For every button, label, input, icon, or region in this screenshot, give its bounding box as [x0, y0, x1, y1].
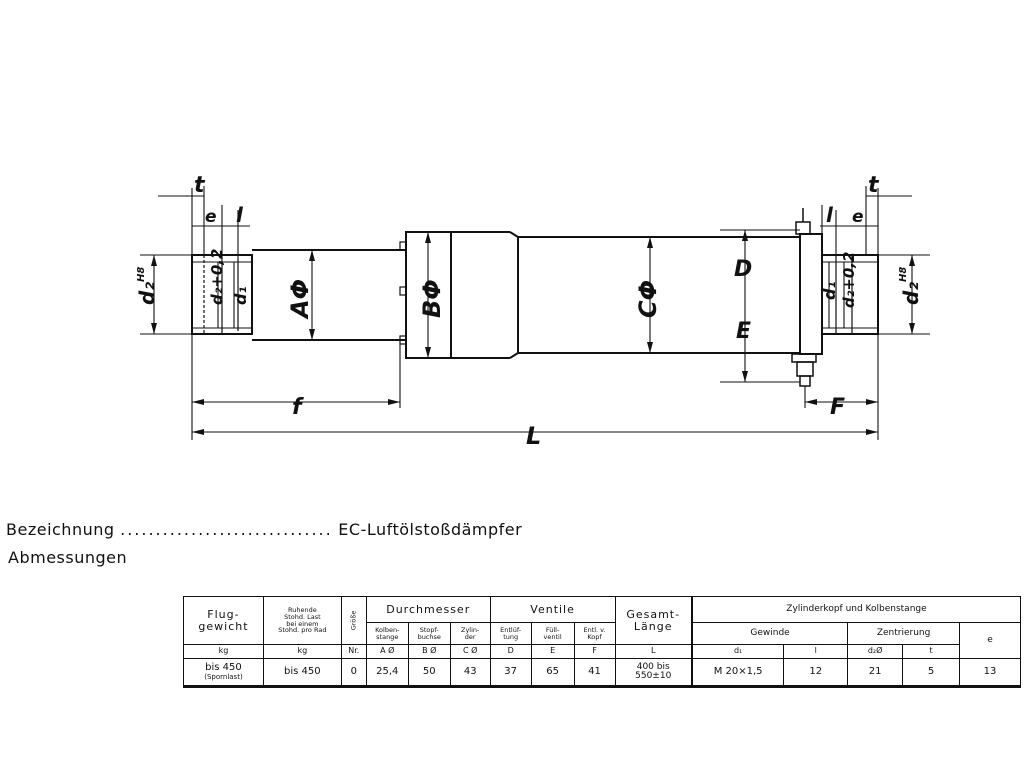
designation-value: EC-Luftölstoßdämpfer: [338, 520, 523, 539]
designation-dots: ..............................: [120, 520, 333, 539]
unit-D: D: [489, 644, 532, 659]
header-e: e: [959, 622, 1021, 659]
header-zyl: Zylin- der: [449, 622, 491, 645]
header-entlkopf: Entl. v. Kopf: [573, 622, 616, 645]
cell-d1: M 20×1,5: [690, 658, 785, 688]
label-d2-left: d₂: [135, 282, 159, 305]
label-t-left: t: [194, 173, 206, 198]
cell-groesse: 0: [340, 658, 367, 688]
unit-groesse: Nr.: [340, 644, 367, 659]
label-d2-right: d₂: [899, 282, 923, 305]
cell-A: 25,4: [365, 658, 409, 688]
cell-flug-value: bis 450: [205, 662, 242, 674]
label-d2-02-right: d₂+0,2: [840, 252, 858, 308]
label-e-left: e: [205, 207, 217, 227]
label-D: D: [734, 257, 752, 282]
header-gesamt: Gesamt- Länge: [614, 596, 693, 645]
label-f: f: [292, 395, 304, 420]
unit-L: L: [614, 644, 693, 659]
header-stopf: Stopf- buchse: [407, 622, 451, 645]
cell-flug-note: (Spornlast): [204, 672, 243, 681]
label-A: AΦ: [286, 279, 314, 320]
cell-t: 5: [902, 658, 961, 688]
unit-d2: d₂Ø: [847, 644, 904, 659]
header-flug: Flug- gewicht: [183, 596, 264, 645]
label-C: CΦ: [634, 280, 662, 318]
label-d2-02-left: d₂+0,2: [208, 249, 226, 305]
cell-B: 50: [407, 658, 451, 688]
cell-flug: bis 450 (Spornlast): [183, 658, 264, 688]
header-entlueft: Entlüf- tung: [489, 622, 532, 645]
label-e-right: e: [852, 207, 864, 227]
unit-d1: d₁: [690, 644, 785, 659]
header-ruhende: Ruhende Stohd. Last bei einem Stohd. pro…: [262, 596, 342, 645]
unit-flug: kg: [183, 644, 264, 659]
cell-E: 65: [530, 658, 575, 688]
cell-D: 37: [489, 658, 532, 688]
label-d2-right-sup: H8: [898, 267, 909, 282]
designation-line: Bezeichnung ............................…: [6, 520, 522, 539]
header-fuell: Füll- ventil: [530, 622, 575, 645]
cell-d2: 21: [847, 658, 904, 688]
header-groesse: Größe: [340, 596, 367, 645]
unit-C: C Ø: [449, 644, 491, 659]
designation-label: Bezeichnung: [6, 520, 115, 539]
unit-t: t: [902, 644, 961, 659]
label-t-right: t: [868, 173, 880, 198]
header-zylinder: Zylinderkopf und Kolbenstange: [690, 596, 1021, 623]
unit-F: F: [573, 644, 616, 659]
unit-E: E: [530, 644, 575, 659]
shock-absorber-drawing: t e l d₂ H8 d₂+0,2 d₁ AΦ BΦ CΦ D E d₁ d₂…: [135, 173, 930, 450]
cell-F: 41: [573, 658, 616, 688]
spec-table: Flug- gewicht Ruhende Stohd. Last bei ei…: [183, 596, 1021, 688]
label-l-right: l: [826, 203, 834, 227]
unit-A: A Ø: [365, 644, 409, 659]
header-zentrierung: Zentrierung: [847, 622, 961, 645]
label-d1-left: d₁: [231, 287, 250, 305]
header-kolben: Kolben- stange: [365, 622, 409, 645]
label-B: BΦ: [418, 279, 446, 318]
header-ventile: Ventile: [489, 596, 616, 623]
header-durchmesser: Durchmesser: [365, 596, 491, 623]
unit-last: kg: [262, 644, 342, 659]
label-d2-left-sup: H8: [136, 267, 147, 282]
cell-C: 43: [449, 658, 491, 688]
unit-B: B Ø: [407, 644, 451, 659]
groesse-label: Größe: [349, 610, 358, 631]
label-d1-right: d₁: [820, 282, 839, 300]
header-gewinde: Gewinde: [690, 622, 849, 645]
cell-l: 12: [783, 658, 849, 688]
label-E: E: [736, 319, 751, 344]
cell-L: 400 bis 550±10: [614, 658, 693, 688]
dimensions-title: Abmessungen: [8, 548, 128, 567]
table-row: bis 450 (Spornlast) bis 450 0 25,4 50 43…: [183, 658, 1021, 688]
label-l-left: l: [236, 203, 244, 227]
cell-e: 13: [959, 658, 1021, 688]
label-L: L: [526, 422, 541, 450]
label-F: F: [830, 395, 845, 420]
unit-l: l: [783, 644, 849, 659]
cell-last: bis 450: [262, 658, 342, 688]
